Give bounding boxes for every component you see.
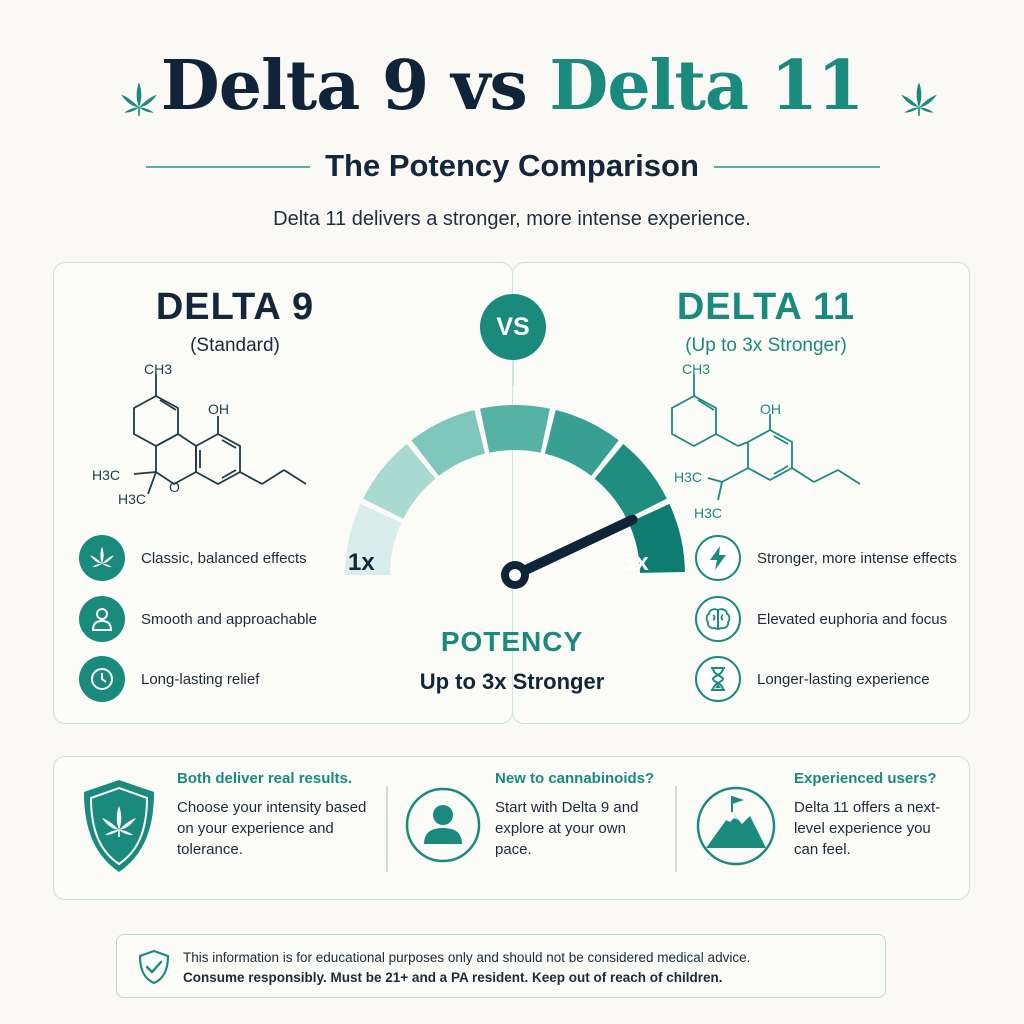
card-heading: Both deliver real results. — [177, 770, 353, 787]
info-panel — [53, 756, 970, 900]
disclaimer-box: This information is for educational purp… — [116, 934, 886, 998]
card-text: Delta 11 offers a next-level experience … — [794, 799, 941, 858]
cannabis-leaf-icon — [121, 82, 157, 116]
divider-line — [146, 166, 310, 168]
gauge-min-label: 1x — [348, 549, 375, 576]
gauge-segment — [594, 443, 667, 519]
delta9-feature-item: Smooth and approachable — [79, 596, 317, 642]
potency-label: POTENCY — [440, 626, 584, 657]
center-divider — [512, 360, 514, 386]
delta11-molecule-diagram: CH3 OH H3C H3C — [671, 361, 861, 521]
ch3-label: CH3 — [682, 361, 710, 377]
delta9-feature-item: Classic, balanced effects — [79, 535, 307, 581]
h3c-label: H3C — [674, 469, 702, 485]
delta9-molecule-diagram: CH3 OH H3C H3C O — [92, 361, 307, 507]
disclaimer-line: This information is for educational purp… — [183, 950, 751, 965]
clock-icon — [79, 656, 125, 702]
shield-leaf-icon — [84, 780, 154, 872]
disclaimer-line-bold: Consume responsibly. Must be 21+ and a P… — [183, 970, 723, 985]
delta11-feature-item: Elevated euphoria and focus — [695, 596, 947, 642]
delta11-title: DELTA 11 — [676, 286, 856, 328]
gauge-segment — [544, 409, 619, 476]
feature-label: Long-lasting relief — [141, 670, 260, 688]
oh-label: OH — [760, 401, 781, 417]
potency-sublabel: Up to 3x Stronger — [419, 669, 605, 694]
ch3-label: CH3 — [144, 361, 172, 377]
gauge-segment — [363, 443, 436, 519]
feature-label: Stronger, more intense effects — [757, 549, 957, 567]
card-heading: Experienced users? — [794, 770, 937, 787]
feature-label: Classic, balanced effects — [141, 549, 307, 567]
delta9-title: DELTA 9 — [155, 286, 315, 328]
hourglass-icon — [695, 656, 741, 702]
feature-label: Smooth and approachable — [141, 610, 317, 628]
gauge-segment — [480, 405, 550, 453]
delta9-panel — [53, 262, 513, 724]
h3c-label: H3C — [92, 467, 120, 483]
h3c-label: H3C — [118, 491, 146, 507]
card-heading: New to cannabinoids? — [495, 770, 655, 787]
gauge-needle — [510, 514, 638, 580]
tagline: Delta 11 delivers a stronger, more inten… — [273, 208, 751, 230]
person-icon — [79, 596, 125, 642]
cannabis-leaf-icon — [901, 82, 937, 116]
brain-icon — [695, 596, 741, 642]
delta9-descriptor: (Standard) — [190, 335, 280, 356]
person-icon — [405, 787, 481, 863]
page-title: Delta 9 vs Delta 11 — [160, 46, 865, 126]
gauge-segment — [628, 503, 685, 573]
divider-line — [675, 786, 677, 872]
h3c-label: H3C — [694, 505, 722, 521]
lightning-icon — [695, 535, 741, 581]
info-card: Experienced users? Delta 11 offers a nex… — [794, 770, 944, 860]
delta11-panel — [512, 262, 970, 724]
card-text: Choose your intensity based on your expe… — [177, 799, 367, 858]
potency-gauge: 1x 3x — [345, 405, 685, 589]
feature-label: Elevated euphoria and focus — [757, 610, 948, 628]
oh-label: OH — [208, 401, 229, 417]
gauge-max-label: 3x — [622, 549, 649, 576]
divider-line — [386, 786, 388, 872]
delta11-descriptor: (Up to 3x Stronger) — [685, 335, 847, 356]
cannabis-leaf-icon — [79, 535, 125, 581]
gauge-segments — [345, 405, 685, 575]
info-card: Both deliver real results. Choose your i… — [177, 770, 372, 860]
info-card: New to cannabinoids? Start with Delta 9 … — [495, 770, 654, 860]
divider-line — [714, 166, 880, 168]
gauge-hub-center — [509, 569, 521, 581]
oxygen-label: O — [169, 479, 180, 495]
card-text: Start with Delta 9 and explore at your o… — [495, 799, 639, 858]
subtitle: The Potency Comparison — [325, 148, 699, 183]
delta11-feature-item: Stronger, more intense effects — [695, 535, 957, 581]
vs-badge: VS — [480, 294, 546, 360]
gauge-segment — [411, 409, 486, 476]
mountain-flag-icon — [696, 786, 776, 866]
delta9-feature-item: Long-lasting relief — [79, 656, 259, 702]
feature-label: Longer-lasting experience — [757, 670, 930, 688]
delta11-feature-item: Longer-lasting experience — [695, 656, 930, 702]
shield-check-icon — [138, 949, 170, 985]
gauge-segment — [345, 503, 402, 575]
